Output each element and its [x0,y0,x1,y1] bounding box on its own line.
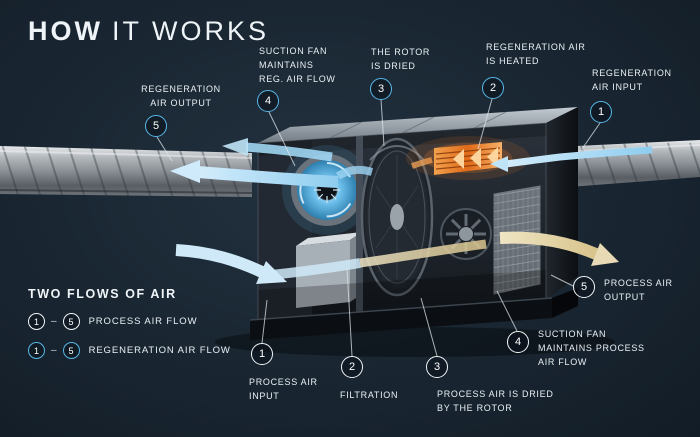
dehumidifier-unit-icon [215,107,615,357]
label-process-air-input: PROCESS AIR INPUT [249,377,318,401]
callout-circle-rotor-dried: 3 [370,78,392,100]
process-flow-arrows [175,231,619,284]
legend-row-regeneration: 1 – 5 REGENERATION AIR FLOW [28,342,231,359]
callout-circle-process-input: 1 [251,343,273,365]
label-regeneration-air-input: REGENERATION AIR INPUT [592,68,672,92]
legend-dash: – [51,316,57,327]
page-title: HOW IT WORKS [28,16,269,47]
legend-label-process: PROCESS AIR FLOW [88,316,198,327]
label-process-air-dried: PROCESS AIR IS DRIED BY THE ROTOR [437,389,554,413]
legend-heading: TWO FLOWS OF AIR [28,287,177,301]
title-rest: IT WORKS [111,16,269,46]
callout-circle-reg-heated: 2 [482,77,504,99]
base-front [250,298,552,340]
callout-circle-process-fan: 4 [507,331,529,353]
callout-circle-reg-fan: 4 [257,90,279,112]
label-suction-fan-reg: SUCTION FAN MAINTAINS REG. AIR FLOW [259,46,336,84]
label-regeneration-air-output: REGENERATION AIR OUTPUT [141,84,221,108]
callout-circle-reg-input: 1 [590,101,612,123]
label-suction-fan-process: SUCTION FAN MAINTAINS PROCESS AIR FLOW [538,329,645,367]
legend-circle-regeneration-to: 5 [62,342,80,359]
callout-circle-filtration: 2 [341,356,363,378]
legend: TWO FLOWS OF AIR 1 – 5 PROCESS AIR FLOW … [28,287,231,359]
leader-lines [156,98,601,357]
legend-circle-regeneration-from: 1 [28,342,45,359]
regeneration-flow-arrows [170,138,653,188]
label-filtration: FILTRATION [340,390,399,400]
legend-circle-process-to: 5 [62,313,80,330]
legend-row-process: 1 – 5 PROCESS AIR FLOW [28,313,231,330]
callout-circle-process-output: 5 [573,276,595,298]
title-word-how: HOW [28,16,103,46]
legend-dash: – [51,345,57,356]
callout-circle-reg-output: 5 [145,115,167,137]
legend-label-regeneration: REGENERATION AIR FLOW [88,345,231,356]
callout-circle-process-dried: 3 [426,356,448,378]
label-rotor-is-dried: THE ROTOR IS DRIED [371,47,431,71]
heater-icon [406,136,530,180]
legend-circle-process-from: 1 [28,313,45,330]
label-process-air-output: PROCESS AIR OUTPUT [604,278,673,302]
base-side [552,288,578,318]
label-regeneration-air-heated: REGENERATION AIR IS HEATED [486,42,586,66]
rotor-icon [360,137,434,297]
